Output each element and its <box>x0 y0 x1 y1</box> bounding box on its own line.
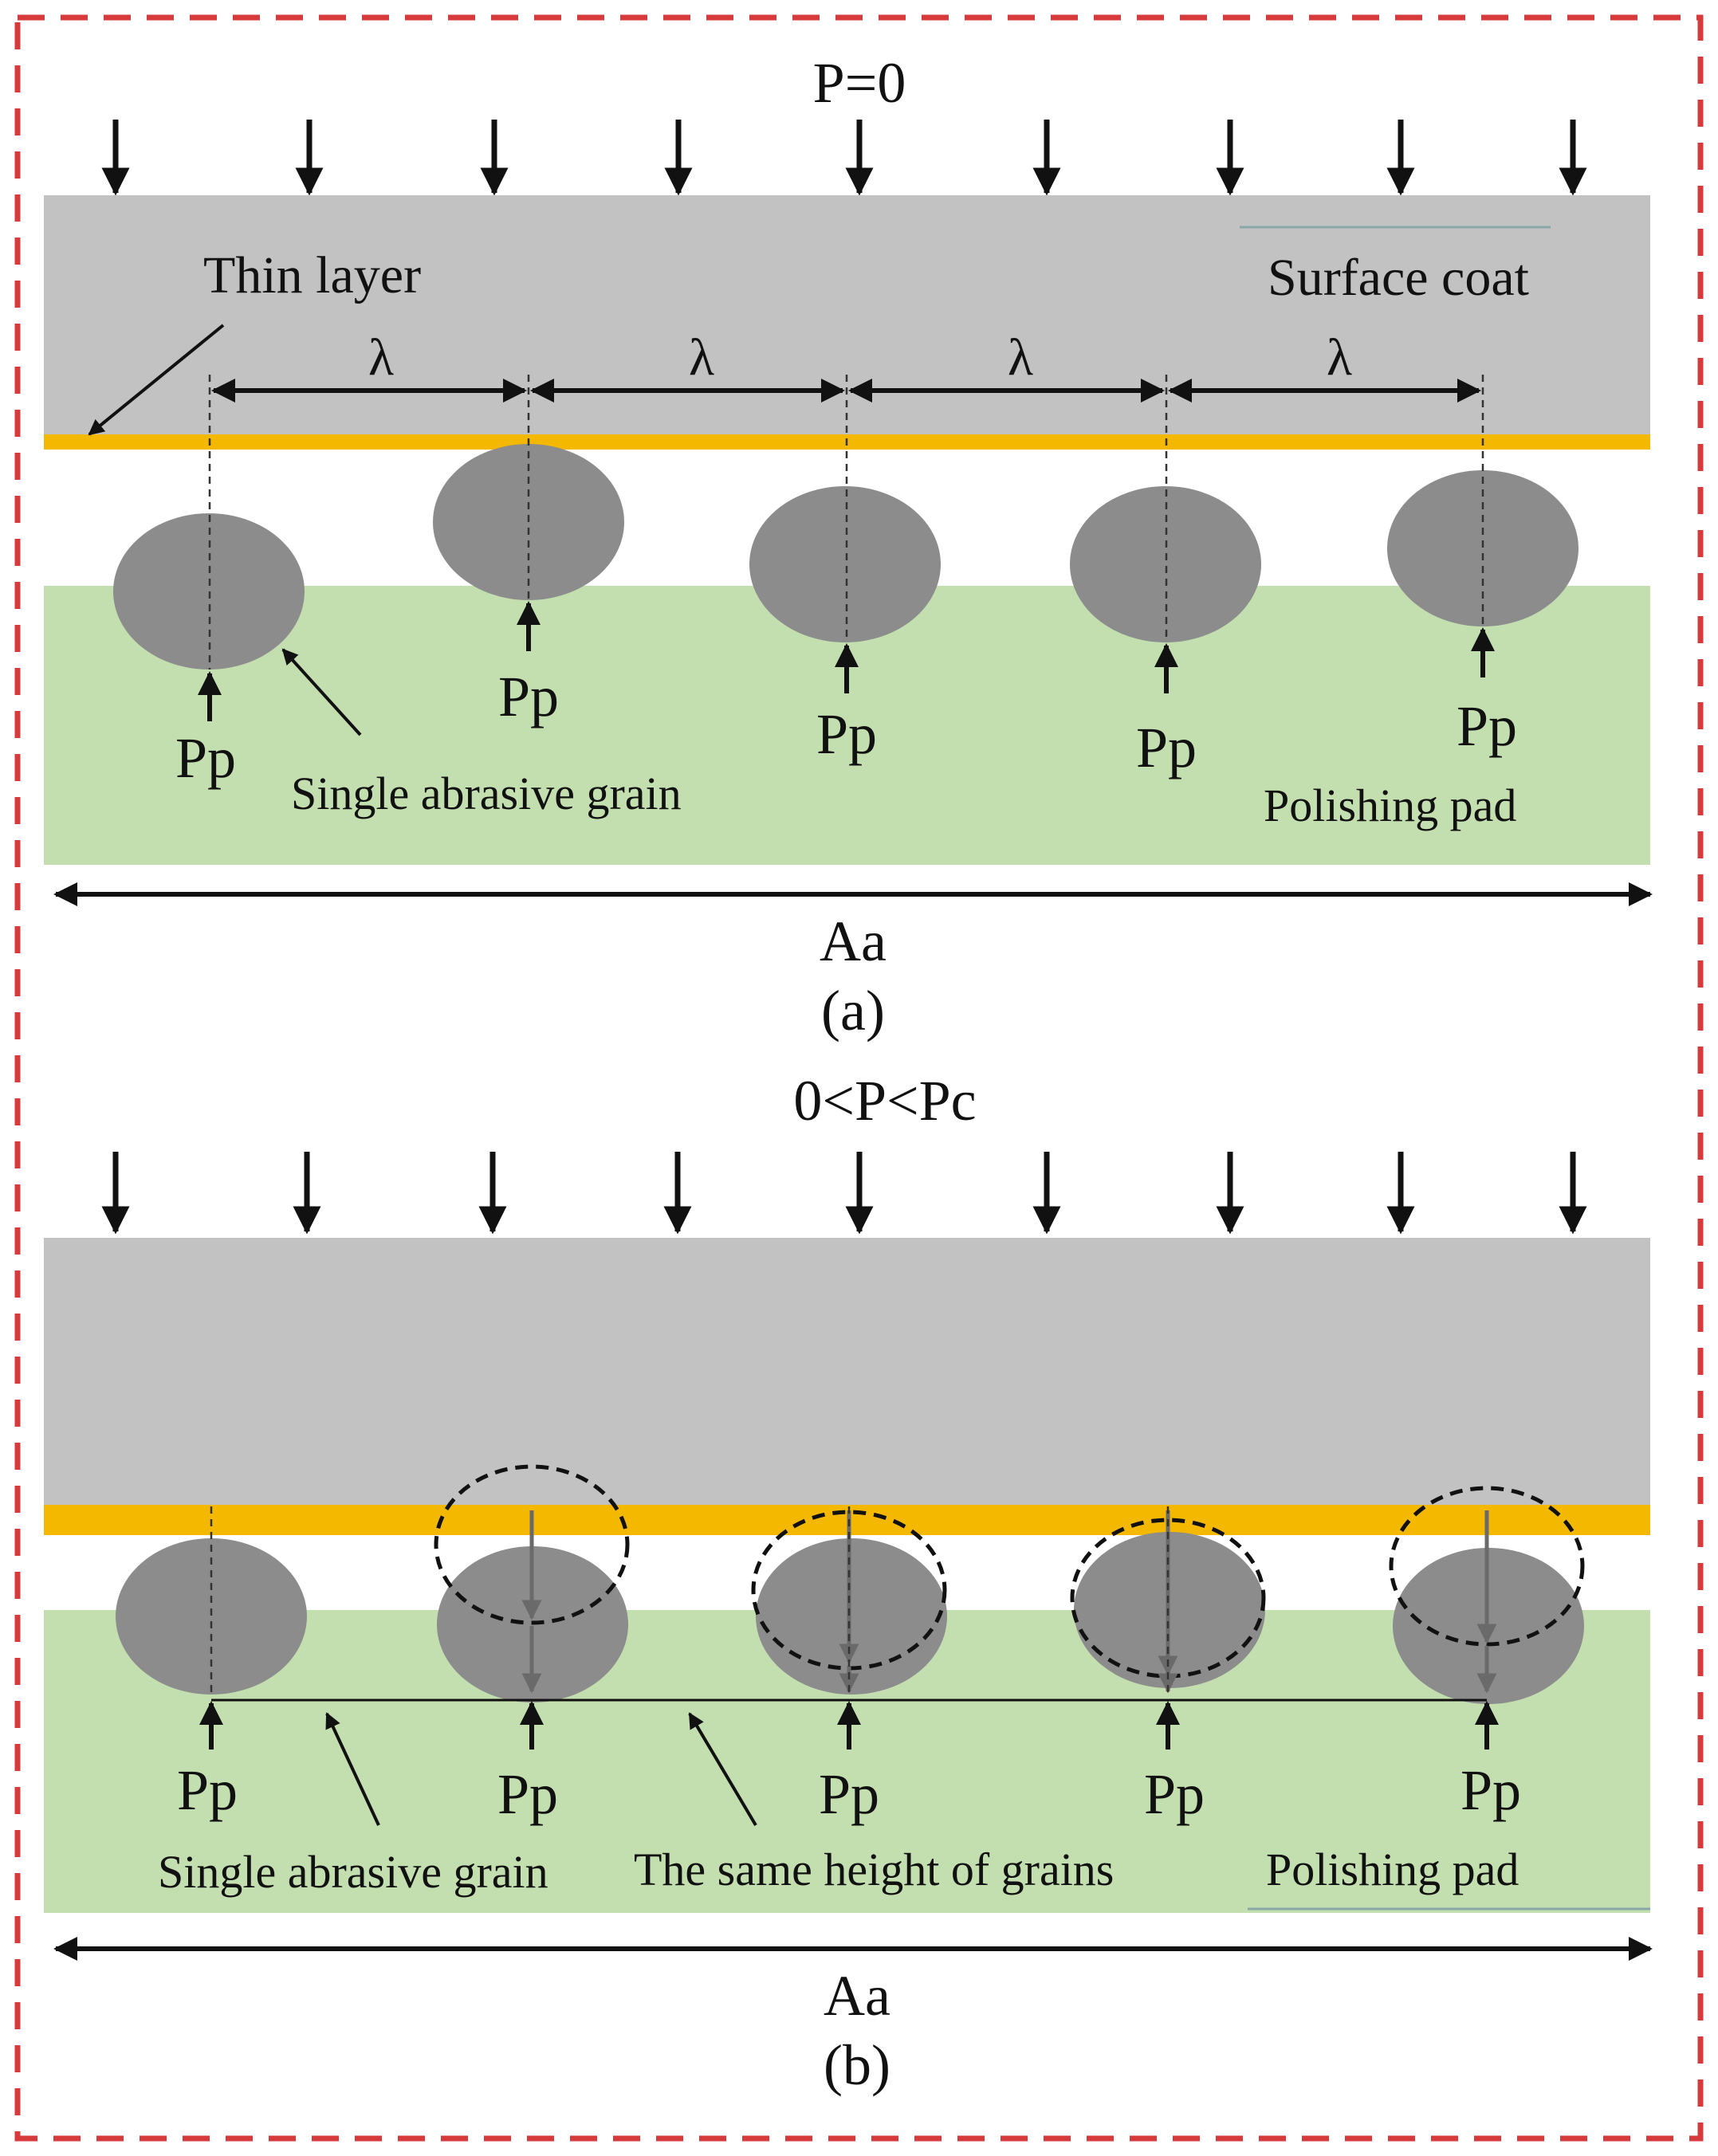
grain-centerlines-a <box>208 375 1484 670</box>
pad-label-b: Polishing pad <box>1266 1844 1519 1895</box>
caption-a: (a) <box>821 979 885 1043</box>
original-grain-outline <box>1389 1486 1585 1647</box>
force-label: Pp <box>177 1758 238 1822</box>
grain-label-a: Single abrasive grain <box>291 768 682 819</box>
lambda-label: λ <box>1327 328 1352 387</box>
force-label: Pp <box>819 1762 879 1826</box>
abrasive-grain <box>1387 470 1578 626</box>
original-grain-outline <box>434 1464 630 1625</box>
grain-label-b: Single abrasive grain <box>158 1846 548 1898</box>
force-label: Pp <box>497 1762 558 1826</box>
abrasive-grain <box>1070 486 1261 642</box>
area-label-b: Aa <box>824 1964 890 2028</box>
load-arrows-a <box>101 120 1587 196</box>
lambda-label: λ <box>1008 328 1033 387</box>
panel-a: P=0 <box>44 51 1653 1043</box>
force-label: Pp <box>498 665 559 728</box>
thin-layer-pointer <box>88 324 225 436</box>
force-label: Pp <box>1136 716 1197 780</box>
thin-layer-label: Thin layer <box>203 246 421 304</box>
workpiece-block-a <box>44 195 1650 434</box>
grains-a <box>113 444 1578 670</box>
abrasive-grain <box>756 1538 947 1695</box>
grain-pointer-a <box>281 648 362 736</box>
grain-pointer-b <box>325 1712 380 1826</box>
force-arrows-a <box>198 601 1495 721</box>
surface-coat-label: Surface coat <box>1268 249 1529 307</box>
load-label-b: 0<P<Pc <box>793 1069 976 1133</box>
force-label: Pp <box>1144 1762 1205 1826</box>
caption-b: (b) <box>824 2033 890 2097</box>
same-height-label: The same height of grains <box>634 1844 1114 1895</box>
load-label-a: P=0 <box>813 51 906 115</box>
grain-centerlines-b <box>210 1506 1170 1698</box>
lambda-label: λ <box>689 328 714 387</box>
pad-label-a: Polishing pad <box>1264 780 1516 831</box>
load-arrows-b <box>101 1152 1587 1235</box>
area-label-a: Aa <box>820 909 887 973</box>
force-label: Pp <box>175 726 236 790</box>
lambda-label: λ <box>368 328 394 387</box>
force-label: Pp <box>816 702 877 766</box>
outer-dashed-frame <box>14 14 1704 2142</box>
abrasive-grain <box>116 1538 307 1695</box>
same-height-pointer <box>688 1712 757 1827</box>
force-label: Pp <box>1460 1758 1521 1822</box>
force-arrows-b <box>199 1701 1499 1750</box>
force-label: Pp <box>1457 694 1517 758</box>
panel-b: 0<P<Pc <box>44 1069 1653 2097</box>
workpiece-block-b <box>44 1238 1650 1505</box>
abrasive-grain <box>749 486 941 642</box>
